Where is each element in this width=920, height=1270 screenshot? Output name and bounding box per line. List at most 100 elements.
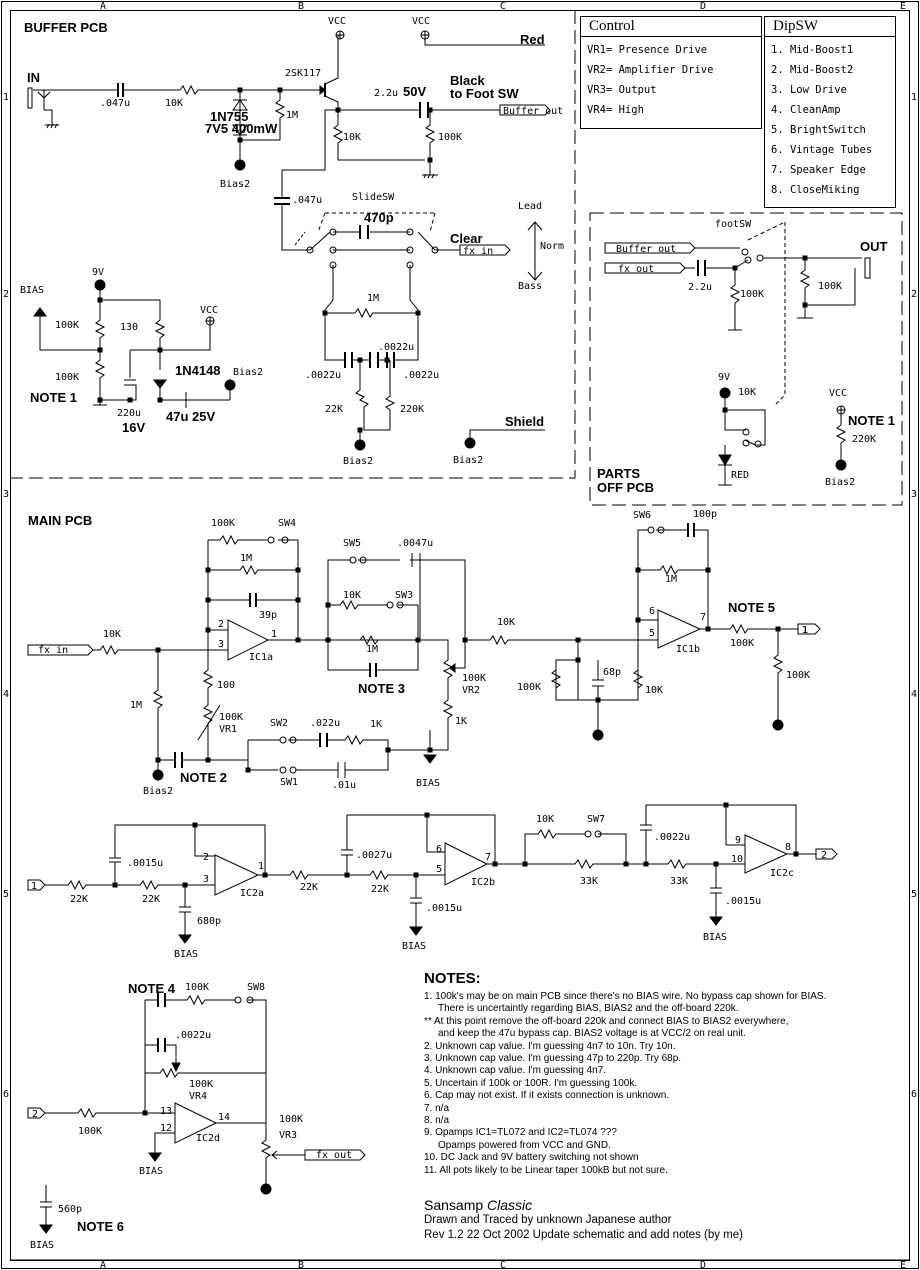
junction-dot xyxy=(155,757,161,763)
buffer-pcb-boundary xyxy=(10,10,576,479)
junction-dot xyxy=(705,626,711,632)
main-label-ic1b: IC1b xyxy=(676,644,700,655)
note-line: 11. All pots likely to be Linear taper 1… xyxy=(424,1164,668,1176)
junction-dot xyxy=(415,637,421,643)
main-label-r_22k_d: 22K xyxy=(371,884,389,895)
main-label-ic2d_p13: 13 xyxy=(160,1106,172,1117)
main-label-vr4_val: 100K xyxy=(189,1079,213,1090)
buffer-label-cap_470p: 470p xyxy=(364,210,394,225)
main-label-pin6: 6 xyxy=(649,606,655,617)
main-label-sw5: SW5 xyxy=(343,538,361,549)
buffer-label-zener_rating: 7V5 400mW xyxy=(205,121,278,136)
frame-row-label: 3 xyxy=(911,489,917,500)
main-label-bias_e: BIAS xyxy=(139,1166,163,1177)
main-label-ic2c: IC2c xyxy=(770,868,794,879)
main-label-r_100k_sh: 100K xyxy=(517,682,541,693)
main-label-note5: NOTE 5 xyxy=(728,600,775,615)
main-label-ic2a_p3: 3 xyxy=(203,874,209,885)
buffer-label-vcc2: VCC xyxy=(412,16,430,27)
main-label-c_680p: 680p xyxy=(197,916,221,927)
buffer-label-jfet: 2SK117 xyxy=(285,68,321,79)
main-label-ic2a_p2: 2 xyxy=(203,852,209,863)
frame-row-label: 3 xyxy=(3,489,9,500)
main-label-pin2: 2 xyxy=(218,619,224,630)
junction-dot xyxy=(793,851,799,857)
main-label-vr2_val: 100K xyxy=(462,673,486,684)
buffer-label-r_100k_bot: 100K xyxy=(55,372,79,383)
junction-dot xyxy=(262,872,268,878)
junction-dot xyxy=(325,637,331,643)
main-label-r_22k_c: 22K xyxy=(300,882,318,893)
junction-dot xyxy=(722,407,728,413)
main-label-pin7: 7 xyxy=(700,612,706,623)
junction-dot xyxy=(155,647,161,653)
main-label-vr4: VR4 xyxy=(189,1091,207,1102)
main-label-port1_out: 1 xyxy=(802,625,808,636)
buffer-label-c_220u_v: 16V xyxy=(122,420,145,435)
main-label-c_0047u: .0047u xyxy=(397,538,433,549)
main-label-r_33k_b: 33K xyxy=(670,876,688,887)
junction-dot xyxy=(522,861,528,867)
main-label-pin3: 3 xyxy=(218,639,224,650)
buffer-label-r_out: 100K xyxy=(438,132,462,143)
document-title: Sansamp Classic xyxy=(424,1197,743,1213)
parts-label-buffer_out: Buffer out xyxy=(616,244,676,255)
main-label-ic2d_p12: 12 xyxy=(160,1123,172,1134)
note-line: 5. Uncertain if 100k or 100R. I'm guessi… xyxy=(424,1077,638,1089)
parts-label-r3: 10K xyxy=(738,387,756,398)
junction-dot xyxy=(635,617,641,623)
junction-dot xyxy=(295,567,301,573)
buffer-label-c_47u: 47u 25V xyxy=(166,409,215,424)
frame-row-label: 1 xyxy=(911,92,917,103)
buffer-label-c_tone_mid: .0022u xyxy=(378,342,414,353)
main-label-r_1m_c: 1M xyxy=(665,574,677,585)
main-label-port2_out: 2 xyxy=(821,850,827,861)
note-line: 3. Unknown cap value. I'm guessing 47p t… xyxy=(424,1053,682,1065)
buffer-label-norm: Norm xyxy=(540,241,564,252)
buffer-label-cap_slide: .047u xyxy=(292,195,322,206)
main-label-c_0015u_b: .0015u xyxy=(426,903,462,914)
opamp-ic1a xyxy=(227,619,270,661)
credits-line1: Drawn and Traced by unknown Japanese aut… xyxy=(424,1214,672,1226)
main-label-r_100k_gnd: 100K xyxy=(786,670,810,681)
main-label-bias_d: BIAS xyxy=(703,932,727,943)
parts-label-v9: 9V xyxy=(718,372,730,383)
control-item: VR4= High xyxy=(587,104,644,116)
buffer-label-bias2_b: Bias2 xyxy=(343,456,373,467)
dipsw-item: 1. Mid-Boost1 xyxy=(771,44,854,56)
main-label-ic2b_p6: 6 xyxy=(436,844,442,855)
frame-column-label: B xyxy=(298,1260,304,1270)
main-label-fx_out: fx out xyxy=(316,1150,352,1161)
buffer-label-c_tone_r: .0022u xyxy=(403,370,439,381)
dipsw-item: 6. Vintage Tubes xyxy=(771,144,873,156)
junction-dot xyxy=(237,87,243,93)
opamp-ic1b xyxy=(657,609,702,649)
main-label-r_fb_1m: 1M xyxy=(240,553,252,564)
note-line: 8. n/a xyxy=(424,1115,450,1127)
junction-dot xyxy=(157,397,163,403)
parts-label-footsw: footSW xyxy=(715,219,752,230)
frame-column-label: D xyxy=(700,1,706,12)
credits-block: Sansamp Classic Drawn and Traced by unkn… xyxy=(424,1197,743,1243)
buffer-pcb-title: BUFFER PCB xyxy=(24,20,108,35)
main-label-note4: NOTE 4 xyxy=(128,981,176,996)
note-line: 7. n/a xyxy=(424,1102,450,1114)
junction-dot xyxy=(713,861,719,867)
junction-dot xyxy=(357,357,363,363)
buffer-label-v9: 9V xyxy=(92,267,104,278)
junction-dot xyxy=(97,347,103,353)
buffer-label-r_1m_tone: 1M xyxy=(367,293,379,304)
main-label-r_100k_sw8: 100K xyxy=(185,982,209,993)
main-label-r_100k_out: 100K xyxy=(730,638,754,649)
main-label-r_fb_100k: 100K xyxy=(211,518,235,529)
main-label-vr2: VR2 xyxy=(462,685,480,696)
main-label-fx_in: fx in xyxy=(38,645,68,656)
control-item: VR3= Output xyxy=(587,84,657,96)
main-label-vr3: VR3 xyxy=(279,1130,297,1141)
note-line: 4. Unknown cap value. I'm guessing 4n7. xyxy=(424,1065,607,1077)
frame-column-label: A xyxy=(100,1,106,12)
main-label-ic2c_p10: 10 xyxy=(731,854,743,865)
main-label-r_22k_b: 22K xyxy=(142,894,160,905)
